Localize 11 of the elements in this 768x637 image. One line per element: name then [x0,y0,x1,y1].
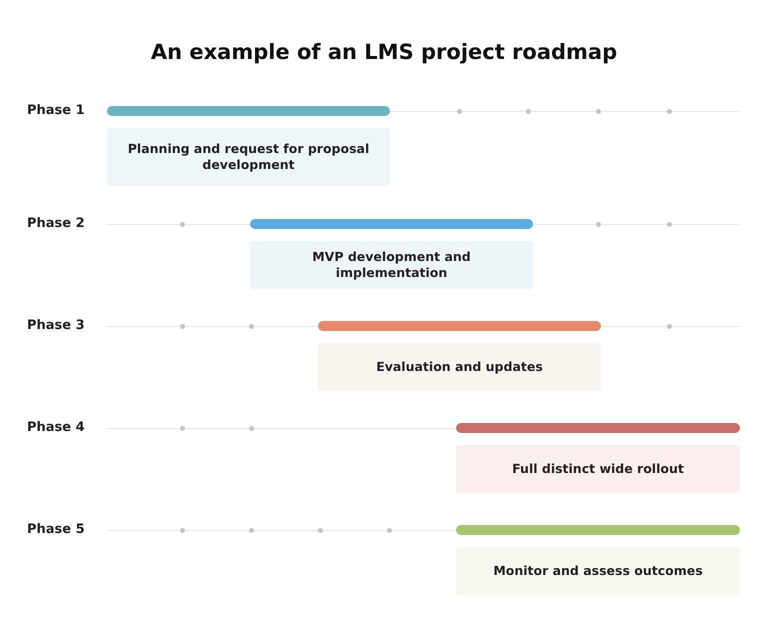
callout-text: Monitor and assess outcomes [493,563,703,579]
row-label: Phase 4 [27,420,85,436]
row-label: Phase 3 [27,318,85,334]
callout-text: MVP development and implementation [311,249,472,281]
row-label: Phase 1 [27,103,85,119]
callout-text: Full distinct wide rollout [512,461,684,477]
row-label: Phase 5 [27,522,85,538]
row-label: Phase 2 [27,216,85,232]
chart-title: An example of an LMS project roadmap [150,40,618,64]
callout-text: Planning and request for proposal development [126,141,370,173]
callout-text: Evaluation and updates [376,359,543,375]
